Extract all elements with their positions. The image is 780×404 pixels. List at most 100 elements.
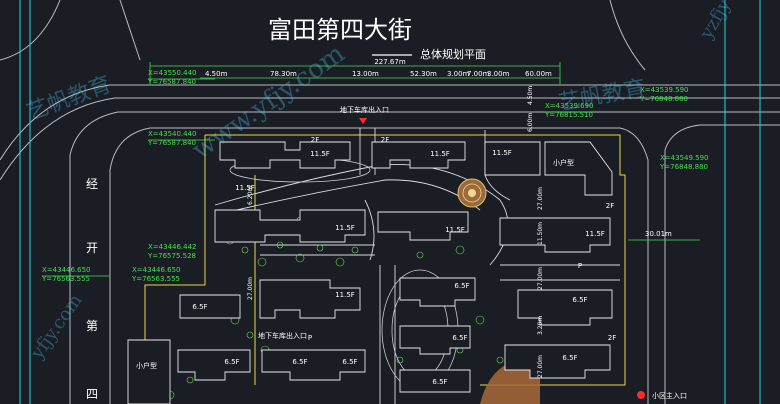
bldg-label-14: 6.5F [292, 358, 307, 366]
bldg-top-1 [219, 141, 351, 169]
misc-labels: 地下车库出入口 地下车库出入口 小户型 小户型 小区主入口 30.01m [136, 105, 687, 400]
shop-label-2: 小户型 [136, 361, 157, 370]
bldg-mid-1 [214, 209, 366, 243]
dim-seg-6: 3.00m [487, 70, 510, 78]
bldg-label-20: 2F [608, 334, 616, 342]
coord-5-x: X=43539.590 [640, 86, 689, 94]
coordinate-labels: X=43550.440 Y=76587.840 X=43540.440 Y=76… [41, 69, 709, 283]
side-dim-4: 27.00m [537, 267, 544, 290]
road-char-3: 四 [86, 387, 98, 401]
dim-seg-1: 78.30m [270, 70, 297, 78]
side-dim-8: 27.00m [247, 277, 254, 300]
bldg-label-12: 6.5F [562, 354, 577, 362]
bldg-top-2 [371, 141, 466, 169]
shop-label-1: 小户型 [553, 158, 574, 167]
coord-4-y: Y=76563.555 [131, 275, 180, 283]
coordinate-leaders [42, 78, 590, 277]
bldg-label-15: 11.5F [335, 291, 355, 299]
bldg-row4-1 [179, 294, 241, 319]
bldg-row4-2 [399, 325, 471, 355]
dim-seg-0: 4.50m [205, 70, 228, 78]
bldg-label-5: 11.5F [335, 224, 355, 232]
side-dim-7: 6.20m [247, 186, 254, 205]
title-text: 富田第四大街 [268, 16, 412, 44]
side-dim-2: 27.00m [537, 187, 544, 210]
bldg-row4-3 [504, 344, 611, 379]
bldg-top-shop [544, 141, 613, 196]
bldg-row3-2 [399, 277, 476, 307]
dim-seg-3: 52.30m [410, 70, 437, 78]
bldg-label-7: 11.5F [585, 230, 605, 238]
road-char-1: 开 [86, 241, 98, 255]
coord-0-x: X=43550.440 [148, 69, 197, 77]
coord-2-x: X=43446.442 [148, 243, 197, 251]
coord-4-x: X=43446.650 [132, 266, 181, 274]
coord-3-x: X=43446.650 [42, 266, 91, 274]
side-dim-5: 3.20m [537, 316, 544, 335]
dim-total: 227.67m [374, 58, 405, 66]
bldg-row3-3 [517, 289, 613, 326]
bldg-mid-2 [377, 211, 469, 241]
bldg-label-9: 6.5F [572, 296, 587, 304]
bldg-label-3: 11.5F [430, 150, 450, 158]
coord-1-x: X=43540.440 [148, 130, 197, 138]
main-entrance-label: 小区主入口 [652, 391, 687, 400]
road-name-vertical: 经 开 第 四 [86, 177, 98, 401]
side-dim-3: 11.50m [537, 222, 544, 245]
dim-seg-7: 60.00m [525, 70, 552, 78]
side-dim-1: 4.50m [527, 86, 534, 105]
bldg-label-4: 11.5F [492, 149, 512, 157]
road-char-0: 经 [86, 177, 98, 191]
garage-entrance-1: 地下车库出入口 [340, 105, 389, 114]
dim-seg-4: 3.00m [447, 70, 470, 78]
garage-entrance-2: 地下车库出入口 [258, 331, 307, 340]
entrance-arrow-icon [359, 118, 367, 124]
entrance-plaza [480, 360, 540, 404]
bldg-label-0: 2F [311, 136, 319, 144]
side-dims: 6.00m 4.50m 27.00m 11.50m 27.00m 3.20m 2… [247, 86, 544, 378]
bldg-mid-3 [499, 217, 611, 253]
coord-5-y: Y=76848.880 [639, 95, 688, 103]
coord-7-x: X=43549.590 [660, 154, 709, 162]
dim-seg-2: 13.00m [352, 70, 379, 78]
bldg-label-8: 6.5F [454, 282, 469, 290]
coord-7-y: Y=76848.880 [659, 163, 708, 171]
bldg-label-1: 11.5F [310, 150, 330, 158]
coord-6-y: Y=76815.510 [544, 111, 593, 119]
coord-2-y: Y=76575.528 [147, 252, 196, 260]
dim-right: 30.01m [645, 230, 672, 238]
road-char-2: 第 [86, 319, 98, 333]
dim-segments: 4.50m 78.30m 13.00m 52.30m 3.00m 7.00m 3… [205, 70, 552, 78]
bldg-label-17: 6.5F [342, 358, 357, 366]
building-labels: 2F 11.5F 2F 11.5F 11.5F 11.5F 11.5F 11.5… [192, 136, 616, 386]
bldg-label-19: 2F [606, 202, 614, 210]
central-roundabout [457, 178, 487, 208]
buildings [127, 141, 613, 404]
coord-3-y: Y=76563.555 [41, 275, 90, 283]
bldg-label-21: P [578, 262, 582, 270]
bldg-shop-left [127, 339, 171, 404]
coord-1-y: Y=76587.840 [147, 139, 196, 147]
coord-6-x: X=43539.690 [545, 102, 594, 110]
side-dim-6: 27.00m [537, 355, 544, 378]
bldg-label-10: 6.5F [192, 303, 207, 311]
bldg-label-2: 2F [381, 136, 389, 144]
frame-lines [19, 0, 761, 404]
bldg-top-3 [484, 141, 541, 176]
main-entrance-marker-icon [637, 391, 645, 399]
bldg-label-22: P [308, 334, 312, 342]
side-dim-0: 6.00m [527, 113, 534, 132]
bldg-label-11: 6.5F [452, 334, 467, 342]
bldg-label-6: 11.5F [445, 226, 465, 234]
dim-seg-5: 7.00m [467, 70, 490, 78]
bldg-bot-2 [261, 349, 366, 381]
bldg-label-18: 6.5F [432, 378, 447, 386]
coord-0-y: Y=76587.840 [147, 78, 196, 86]
top-dimension-lines [149, 62, 561, 84]
subtitle-text: 总体规划平面 [420, 47, 486, 61]
bldg-bot-3 [399, 369, 471, 393]
